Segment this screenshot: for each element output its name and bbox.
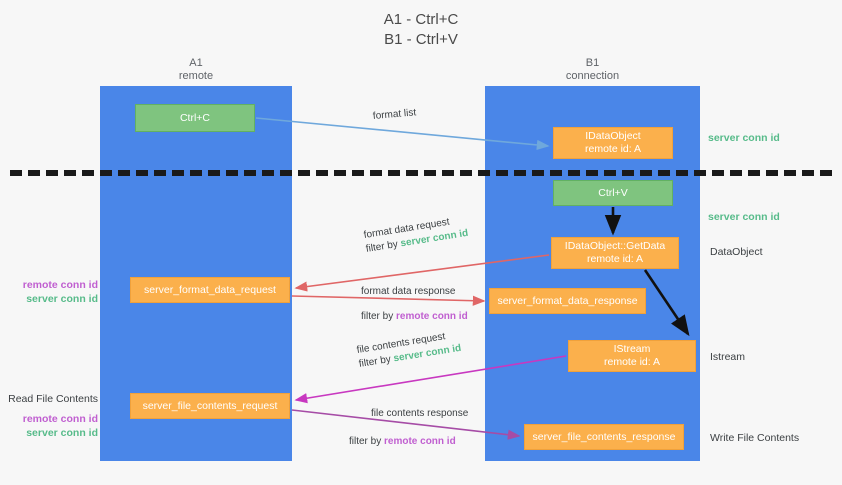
edge-label-format-list: format list bbox=[372, 106, 416, 124]
box-server-file-contents-request[interactable]: server_file_contents_request bbox=[130, 393, 290, 419]
annotation-left-conn-ids-bottom: remote conn id server conn id bbox=[8, 412, 98, 440]
box-idataobject-label: IDataObject bbox=[585, 130, 641, 142]
annotation-remote-conn-id: remote conn id bbox=[22, 413, 98, 425]
remote-conn-id-text: remote conn id bbox=[384, 436, 456, 447]
box-ctrl-v[interactable]: Ctrl+V bbox=[553, 180, 673, 206]
lane-header-a1-sub: remote bbox=[178, 70, 214, 82]
box-ctrl-c[interactable]: Ctrl+C bbox=[135, 104, 255, 132]
edge-label-format-data-response: format data response filter by remote co… bbox=[361, 285, 468, 324]
box-istream-label: IStream bbox=[613, 343, 651, 355]
box-getdata-label: IDataObject::GetData bbox=[564, 240, 666, 252]
edge-label-file-contents-response-text: file contents response bbox=[371, 408, 469, 419]
annotation-server-conn-id-mid: server conn id bbox=[708, 211, 780, 223]
box-ctrl-v-label: Ctrl+V bbox=[598, 186, 628, 199]
filter-by-text: filter by bbox=[349, 436, 382, 447]
box-server-file-contents-response-label: server_file_contents_response bbox=[532, 430, 676, 443]
filter-by-text: filter by bbox=[358, 353, 392, 370]
filter-by-text: filter by bbox=[365, 238, 399, 255]
annotation-read-file-contents: Read File Contents bbox=[8, 393, 98, 405]
annotation-server-conn-id: server conn id bbox=[26, 293, 98, 305]
lane-header-b1: B1 connection bbox=[485, 57, 700, 83]
edge-label-format-list-text: format list bbox=[372, 107, 417, 122]
dashed-divider bbox=[10, 170, 832, 176]
box-server-format-data-request-label: server_format_data_request bbox=[144, 283, 276, 296]
annotation-remote-conn-id: remote conn id bbox=[22, 279, 98, 291]
edge-label-file-contents-request: file contents request filter by server c… bbox=[356, 328, 462, 372]
annotation-left-conn-ids-top: remote conn id server conn id bbox=[8, 278, 98, 306]
box-getdata-remote-id: remote id: A bbox=[586, 253, 644, 265]
lane-header-b1-name: B1 bbox=[585, 57, 600, 69]
box-server-format-data-response-label: server_format_data_response bbox=[497, 294, 638, 307]
lane-header-a1-name: A1 bbox=[189, 57, 203, 69]
box-server-file-contents-response[interactable]: server_file_contents_response bbox=[524, 424, 684, 450]
filter-by-text: filter by bbox=[361, 311, 394, 322]
annotation-server-conn-id-top: server conn id bbox=[708, 132, 780, 144]
lane-header-a1: A1 remote bbox=[100, 57, 292, 83]
box-idataobject-remote-id: remote id: A bbox=[584, 143, 642, 155]
box-idataobject[interactable]: IDataObject remote id: A bbox=[553, 127, 673, 159]
box-server-file-contents-request-label: server_file_contents_request bbox=[142, 399, 278, 412]
edge-label-format-data-response-text: format data response bbox=[361, 286, 456, 297]
box-idataobject-getdata[interactable]: IDataObject::GetData remote id: A bbox=[551, 237, 679, 269]
box-server-format-data-response[interactable]: server_format_data_response bbox=[489, 288, 646, 314]
box-server-format-data-request[interactable]: server_format_data_request bbox=[130, 277, 290, 303]
annotation-istream: Istream bbox=[710, 351, 746, 363]
annotation-dataobject: DataObject bbox=[710, 246, 763, 258]
box-istream-remote-id: remote id: A bbox=[603, 356, 661, 368]
page-title: A1 - Ctrl+C B1 - Ctrl+V bbox=[0, 10, 842, 50]
edge-label-format-data-request: format data request filter by server con… bbox=[363, 213, 469, 257]
box-ctrl-c-label: Ctrl+C bbox=[179, 111, 211, 124]
title-line-2: B1 - Ctrl+V bbox=[384, 31, 458, 48]
annotation-write-file-contents: Write File Contents bbox=[710, 432, 800, 444]
title-line-1: A1 - Ctrl+C bbox=[383, 11, 459, 28]
annotation-server-conn-id: server conn id bbox=[26, 427, 98, 439]
edge-label-file-contents-response: file contents response filter by remote … bbox=[349, 407, 469, 449]
remote-conn-id-text: remote conn id bbox=[396, 311, 468, 322]
box-istream[interactable]: IStream remote id: A bbox=[568, 340, 696, 372]
lane-header-b1-sub: connection bbox=[565, 70, 620, 82]
